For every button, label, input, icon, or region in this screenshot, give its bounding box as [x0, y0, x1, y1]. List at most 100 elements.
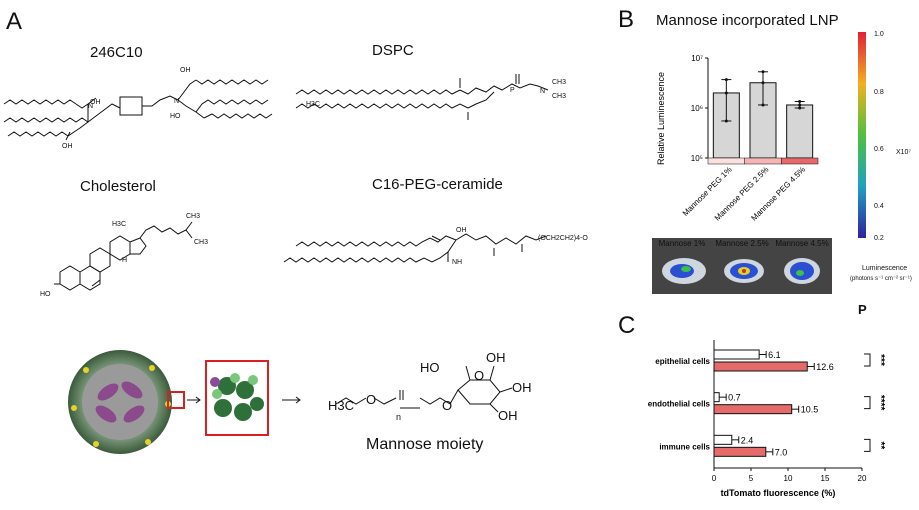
scale-tick-1: 1.0	[874, 31, 884, 38]
c-x-tick-label: 5	[749, 474, 754, 483]
c-category-label: epithelial cells	[655, 357, 710, 366]
lnp-zoom-inset	[205, 360, 269, 436]
b-y-tick-label: 10⁶	[691, 104, 703, 113]
ivis-lungs	[662, 258, 820, 284]
structure-mannose	[335, 365, 513, 413]
b-point	[761, 70, 765, 74]
scale-tick-2: 0.8	[874, 89, 884, 96]
b-point	[798, 106, 802, 110]
structure-dspc	[295, 74, 549, 120]
c-category-label: endothelial cells	[648, 400, 711, 409]
molecule-name-c16-peg-ceramide: C16-PEG-ceramide	[372, 176, 503, 193]
c-bar	[713, 361, 808, 372]
panel-letter-c: C	[618, 312, 636, 339]
atom-h-chol: H	[122, 257, 127, 264]
c-bar	[713, 434, 733, 445]
panel-b-title: Mannose incorporated LNP	[656, 12, 839, 29]
atom-oh-mannose-1: OH	[486, 350, 506, 365]
b-point	[798, 103, 802, 107]
atom-ch3-2: CH3	[552, 93, 566, 100]
atom-ch3-1: CH3	[552, 79, 566, 86]
atom-ho-chol: HO	[40, 291, 51, 298]
ivis-label-2: Mannose 2.5%	[715, 239, 769, 248]
atom-p: P	[510, 87, 515, 94]
c-x-tick-label: 10	[784, 474, 793, 483]
c-bar	[713, 392, 720, 403]
atom-ho: HO	[170, 113, 181, 120]
atom-nh-cer: NH	[452, 259, 462, 266]
panel-letter-a: A	[6, 8, 23, 35]
b-y-tick-label: 10⁵	[691, 154, 703, 163]
panel-b-ylabel: Relative Luminescence	[656, 72, 666, 165]
atom-h3c-chol: H3C	[112, 221, 126, 228]
scale-tick-4: 0.4	[874, 203, 884, 210]
atom-o-mannose-2: O	[442, 398, 452, 413]
scale-multiplier: X10⁷	[896, 149, 911, 156]
b-y-tick-label: 10⁷	[691, 54, 703, 63]
molecule-name-246c10: 246C10	[90, 44, 143, 61]
b-point	[724, 78, 728, 82]
molecule-name-cholesterol: Cholesterol	[80, 178, 156, 195]
corner-mark: P	[858, 302, 867, 317]
c-significance-label: **	[875, 441, 886, 449]
atom-oh-3: OH	[180, 67, 191, 74]
b-category-swatch	[781, 157, 819, 165]
scale-title: Luminescence	[862, 265, 907, 272]
atom-o-ring: O	[474, 368, 484, 383]
b-point	[798, 99, 802, 103]
c-category-label: immune cells	[659, 442, 710, 451]
molecule-name-dspc: DSPC	[372, 42, 414, 59]
c-bar	[713, 349, 760, 360]
b-point	[761, 103, 765, 107]
b-point	[724, 91, 728, 95]
structure-246c10	[3, 79, 273, 141]
scale-units: (photons s⁻¹ cm⁻² sr⁻¹)	[850, 276, 912, 282]
atom-oh-cer: OH	[456, 227, 467, 234]
atom-ho-mannose: HO	[420, 360, 440, 375]
b-bar	[786, 104, 814, 159]
c-significance-bracket	[864, 396, 871, 410]
lnp-particle-illustration	[68, 350, 185, 454]
b-point	[724, 119, 728, 123]
c-value-label: 6.1	[768, 350, 781, 360]
atom-oh-mannose-2: OH	[512, 380, 532, 395]
atom-ch3-chol-1: CH3	[186, 213, 200, 220]
ivis-label-3: Mannose 4.5%	[775, 239, 829, 248]
atom-h3c-dspc: H3C	[306, 101, 320, 108]
atom-n-subscript: n	[396, 412, 401, 422]
ivis-label-1: Mannose 1%	[658, 239, 706, 248]
c-significance-label: ***	[875, 354, 886, 366]
c-value-label: 10.5	[801, 405, 819, 415]
atom-oh-1: OH	[90, 99, 101, 106]
b-point	[761, 81, 765, 85]
atom-peg: (OCH2CH2)4-O	[538, 235, 588, 242]
b-category-swatch	[744, 157, 782, 165]
c-value-label: 12.6	[816, 362, 834, 372]
luminescence-color-scale: 1.0 0.8 0.6 0.4 0.2 X10⁷ Luminescence (p…	[850, 31, 912, 282]
c-value-label: 7.0	[775, 447, 788, 457]
scale-tick-3: 0.6	[874, 146, 884, 153]
c-significance-label: ****	[875, 395, 886, 411]
c-value-label: 2.4	[741, 435, 754, 445]
structure-cholesterol	[54, 221, 193, 291]
atom-n: N	[88, 103, 93, 110]
structure-c16-peg-ceramide	[283, 233, 547, 263]
mannose-moiety-label: Mannose moiety	[366, 436, 484, 453]
c-bar	[713, 446, 767, 457]
panel-letter-b: B	[618, 6, 635, 33]
b-category-swatch	[707, 157, 745, 165]
atom-ch3-chol-2: CH3	[194, 239, 208, 246]
atom-oh-2: OH	[62, 143, 73, 150]
c-significance-bracket	[864, 438, 871, 452]
c-x-tick-label: 15	[821, 474, 830, 483]
atom-n-2: N	[174, 98, 179, 105]
c-value-label: 0.7	[728, 393, 741, 403]
panel-c-xlabel: tdTomato fluorescence (%)	[721, 488, 836, 498]
c-bar	[713, 404, 793, 415]
atom-oh-mannose-3: OH	[498, 408, 518, 423]
c-x-tick-label: 20	[858, 474, 867, 483]
atom-h3c-mannose: H3C	[328, 398, 354, 413]
